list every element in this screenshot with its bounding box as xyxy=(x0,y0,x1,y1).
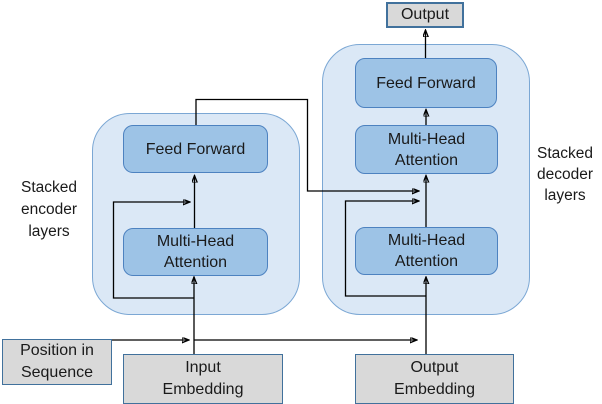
output-box: Output xyxy=(386,2,464,28)
encoder-feed-forward-box: Feed Forward xyxy=(123,125,268,173)
encoder-multi-head-attention-box: Multi-Head Attention xyxy=(123,228,268,276)
position-in-sequence-box: Position in Sequence xyxy=(2,339,112,385)
decoder-feed-forward-box: Feed Forward xyxy=(355,58,497,108)
decoder-multi-head-attention-top-box: Multi-Head Attention xyxy=(355,125,498,174)
input-embedding-box: Input Embedding xyxy=(123,354,283,404)
decoder-multi-head-attention-bottom-box: Multi-Head Attention xyxy=(355,227,498,275)
stacked-encoder-layers-label: Stacked encoder layers xyxy=(20,179,77,240)
output-embedding-box: Output Embedding xyxy=(355,354,514,404)
stacked-decoder-layers-label: Stacked decoder layers xyxy=(536,145,593,204)
